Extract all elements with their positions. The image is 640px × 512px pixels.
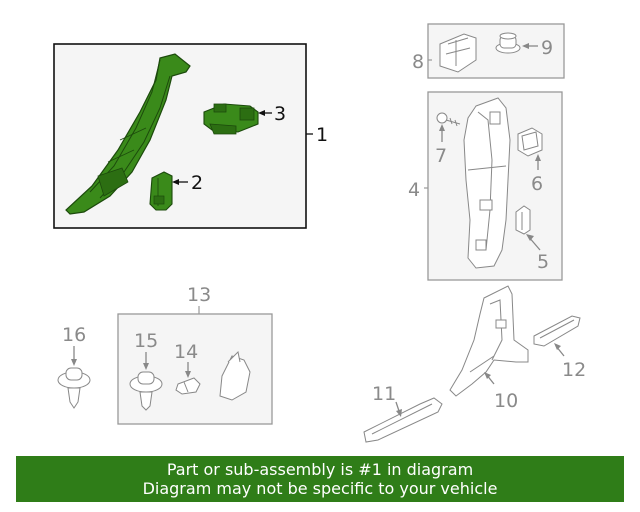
screw-part-7[interactable]: [436, 112, 461, 127]
info-banner: Part or sub-assembly is #1 in diagram Di…: [16, 456, 624, 502]
callout-6: 6: [531, 173, 543, 195]
clip-part-6[interactable]: [517, 127, 543, 157]
bracket-part-8[interactable]: [439, 33, 477, 73]
callout-12: 12: [562, 359, 586, 381]
callout-7: 7: [435, 145, 447, 167]
callout-16: 16: [62, 324, 86, 346]
callout-14: 14: [174, 341, 198, 363]
callout-4: 4: [408, 179, 420, 201]
callout-3: 3: [274, 103, 286, 125]
pillar-trim-part[interactable]: [65, 53, 191, 215]
callout-1: 1: [316, 124, 328, 146]
callout-9: 9: [541, 37, 553, 59]
callout-11: 11: [372, 383, 396, 405]
grommet-part-9[interactable]: [495, 32, 521, 54]
connector-part-3[interactable]: [203, 103, 259, 135]
callout-13: 13: [187, 284, 211, 306]
trim-part-12[interactable]: [533, 315, 581, 347]
callout-5: 5: [537, 251, 549, 273]
callout-10: 10: [494, 390, 518, 412]
banner-line-1: Part or sub-assembly is #1 in diagram: [166, 460, 474, 479]
callout-15: 15: [134, 330, 158, 352]
fastener-part-16[interactable]: [57, 367, 91, 409]
parts-diagram: 1 2 3 8 9: [53, 23, 586, 443]
callout-2: 2: [191, 172, 203, 194]
lower-trim-part-10[interactable]: [449, 285, 529, 397]
banner-line-2: Diagram may not be specific to your vehi…: [142, 479, 498, 498]
sill-part-11[interactable]: [363, 397, 443, 443]
fastener-part-15[interactable]: [129, 371, 163, 411]
clip-part-5[interactable]: [515, 205, 531, 235]
clip-part-2[interactable]: [149, 171, 173, 211]
cover-part-13b[interactable]: [219, 350, 251, 401]
callout-8: 8: [412, 51, 424, 73]
pillar-trim-part-4[interactable]: [463, 97, 511, 269]
clip-part-14[interactable]: [175, 377, 201, 395]
